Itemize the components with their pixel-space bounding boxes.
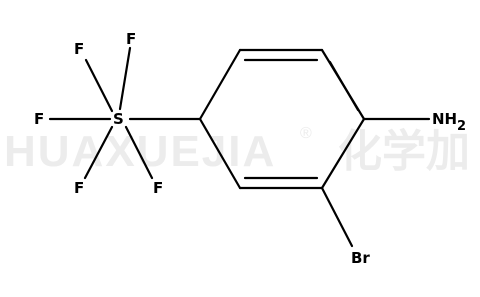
atom-fluorine-bottom-right: F [153,179,163,197]
bond-s-f-bottom-right [124,125,154,180]
ring-bond-lower-right [320,117,366,190]
benzene-ring [198,48,366,190]
atom-amine: NH [432,110,457,128]
atom-fluorine-bottom-left: F [74,179,84,197]
bond-ring-br [320,186,354,248]
ring-double-right [328,60,360,112]
atom-fluorine-top-right: F [126,30,136,48]
atom-fluorine-top-left: F [74,40,84,58]
atom-bromine: Br [351,249,370,267]
atom-sulfur: S [113,110,124,128]
watermark-chinese: 化学加 [338,126,470,177]
sf5-bonds [48,46,154,180]
ring-bond-upper-left [198,48,242,121]
watermark-latin: HUAXUEJIA [4,127,276,176]
bond-s-f-top-left [84,58,114,113]
bond-s-f-top-right [118,46,132,111]
bond-s-f-bottom-left [83,125,114,180]
atom-amine-subscript: 2 [457,119,466,134]
watermark-registered: ® [300,125,312,142]
atom-fluorine-left: F [34,110,44,128]
ring-bond-lower-left [198,117,242,190]
watermark: HUAXUEJIA ® 化学加 [4,125,470,177]
